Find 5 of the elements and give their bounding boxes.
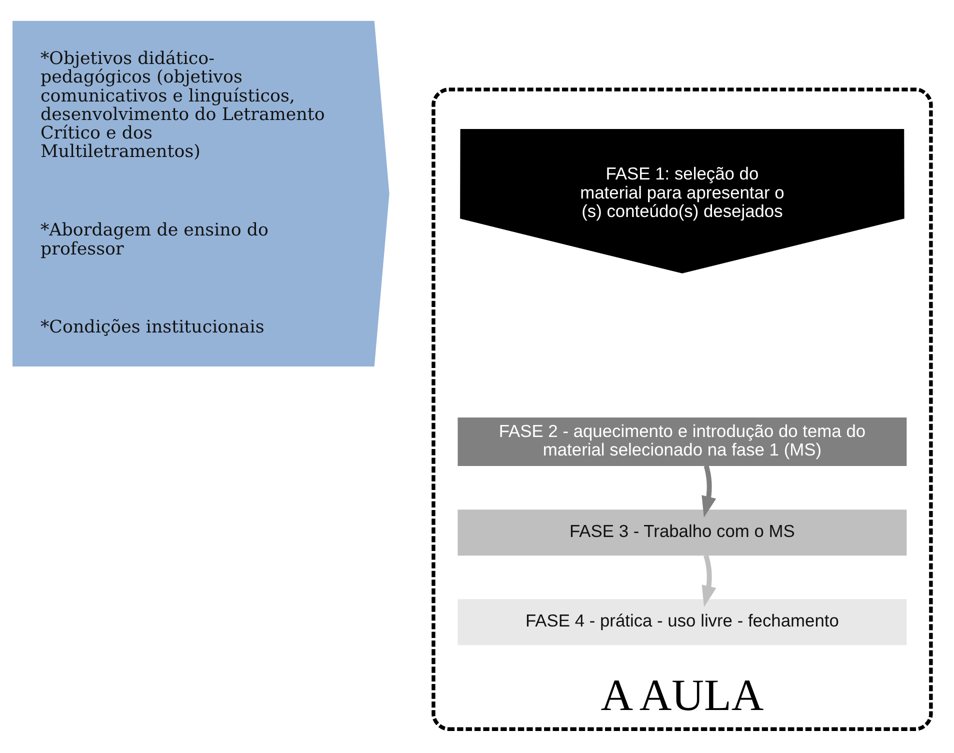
node-box: FASE 4 - prática - uso livre - fechamento bbox=[458, 599, 907, 646]
arrow bbox=[702, 554, 716, 607]
arrow bbox=[702, 465, 716, 518]
node-box: FASE 2 - aquecimento e introdução do tema do material selecionado na fase 1 (MS) bbox=[458, 418, 907, 466]
node-box: FASE 3 - Trabalho com o MS bbox=[458, 510, 907, 556]
